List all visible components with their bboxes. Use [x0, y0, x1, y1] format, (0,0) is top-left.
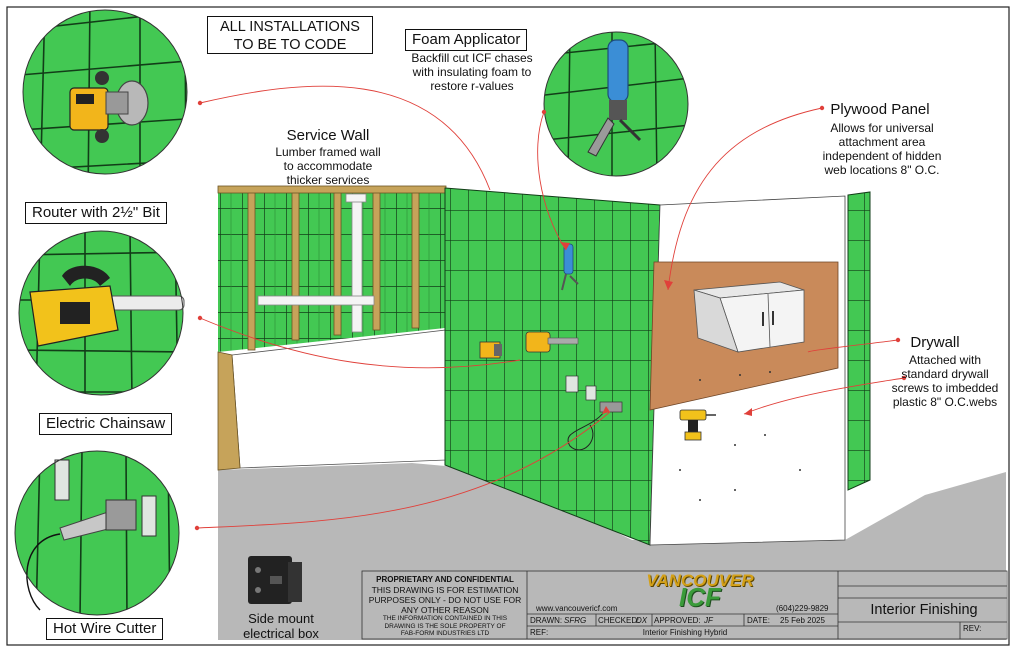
hot-wire-tool — [26, 499, 137, 611]
ref-value: Interior Finishing Hybrid — [642, 628, 728, 637]
wall-foam-gun — [561, 243, 579, 291]
interior-scene — [217, 185, 1006, 640]
logo-vancouver: VANCOUVER — [646, 571, 754, 590]
plumbing-pipe — [257, 193, 375, 333]
proprietary-line: PURPOSES ONLY - DO NOT USE FOR — [368, 595, 522, 605]
notice-line-2: TO BE TO CODE — [233, 37, 347, 53]
approved-value: JF — [704, 616, 713, 625]
side-mount-box-label: Side mount electrical box — [236, 611, 326, 641]
pointer-lines — [196, 85, 905, 529]
drywall-desc-line: Attached with — [908, 353, 982, 367]
code-notice: ALL INSTALLATIONS TO BE TO CODE — [207, 16, 373, 54]
far-right-icf-wall — [847, 191, 871, 491]
approved-label: APPROVED: — [654, 616, 701, 625]
checked-value: DX — [636, 616, 648, 625]
plywood-desc-line: Allows for universal — [830, 121, 934, 135]
sole-property-line: DRAWING IS THE SOLE PROPERTY OF — [384, 622, 506, 630]
checked-label: CHECKED: — [598, 616, 640, 625]
pointer-arrows — [560, 242, 752, 416]
chainsaw-tool — [29, 265, 185, 347]
floor — [218, 463, 1006, 640]
drywall-screws — [679, 371, 801, 501]
page-border — [6, 6, 1010, 646]
service-wall-desc-line: to accommodate — [283, 159, 373, 173]
logo-icf: ICF — [679, 582, 721, 612]
cordless-drill — [679, 409, 716, 441]
side-box-line: electrical box — [243, 626, 319, 641]
rev-label: REV: — [963, 624, 982, 633]
wall-hot-wire — [567, 401, 623, 451]
foam-applicator-title: Foam Applicator — [405, 29, 528, 51]
service-wall-title: Service Wall — [286, 127, 370, 144]
drywall-desc-line: standard drywall — [901, 367, 989, 381]
proprietary-text: THIS DRAWING IS FOR ESTIMATION PURPOSES … — [364, 585, 526, 615]
drawn-value: SFRG — [564, 616, 587, 625]
pointer-dots — [194, 100, 907, 531]
electrical-box-cut — [565, 375, 597, 401]
plywood-desc-line: web locations 8" O.C. — [824, 163, 940, 177]
service-wall-desc: Lumber framed wall to accommodate thicke… — [258, 145, 398, 187]
chainsaw-label: Electric Chainsaw — [39, 413, 173, 435]
service-wall — [218, 188, 445, 352]
foam-desc-line: Backfill cut ICF chases — [411, 51, 533, 65]
phone: (604)229-9829 — [776, 604, 829, 613]
notice-line-1: ALL INSTALLATIONS — [220, 19, 360, 35]
plywood-panel-title: Plywood Panel — [830, 101, 930, 118]
wall-chainsaw — [525, 331, 579, 353]
hot-wire-detail-circle — [14, 450, 180, 616]
foam-desc-line: restore r-values — [430, 79, 514, 93]
service-wall-drywall — [231, 329, 447, 469]
service-wall-desc-line: Lumber framed wall — [275, 145, 381, 159]
drywall-title: Drywall — [910, 334, 960, 351]
router-tool — [69, 71, 149, 143]
router-label: Router with 2½" Bit — [25, 202, 167, 224]
date-value: 25 Feb 2025 — [780, 616, 825, 625]
drywall-desc: Attached with standard drywall screws to… — [880, 353, 1010, 409]
plywood-panel-desc: Allows for universal attachment area ind… — [812, 121, 952, 177]
proprietary-line: ANY OTHER REASON — [401, 605, 489, 615]
plywood-desc-line: attachment area — [838, 135, 926, 149]
drywall-desc-line: plastic 8" O.C.webs — [892, 395, 998, 409]
sole-property-line: THE INFORMATION CONTAINED IN THIS — [382, 615, 508, 622]
drywall-desc-line: screws to imbedded — [891, 381, 999, 395]
router-detail-circle — [22, 9, 188, 175]
sole-property-line: FAB-FORM INDUSTRIES LTD — [400, 630, 490, 637]
title-block-grid — [361, 570, 1008, 640]
wall-cabinet — [693, 281, 805, 353]
side-box-line: Side mount — [248, 611, 314, 626]
hot-wire-label: Hot Wire Cutter — [46, 618, 164, 640]
side-mount-box-image — [248, 556, 302, 604]
chainsaw-detail-circle — [18, 230, 185, 396]
date-label: DATE: — [747, 616, 770, 625]
foam-detail-circle — [543, 31, 689, 177]
sole-property-text: THE INFORMATION CONTAINED IN THIS DRAWIN… — [364, 615, 526, 638]
website: www.vancouvericf.com — [536, 604, 618, 613]
proprietary-line: THIS DRAWING IS FOR ESTIMATION — [371, 585, 519, 595]
service-wall-desc-line: thicker services — [286, 173, 370, 187]
sheet-title: Interior Finishing — [870, 602, 978, 618]
foam-desc-line: with insulating foam to — [412, 65, 532, 79]
plywood-desc-line: independent of hidden — [822, 149, 942, 163]
foam-gun-tool — [587, 39, 642, 157]
wall-router — [479, 341, 502, 359]
ref-label: REF: — [530, 628, 549, 637]
foam-applicator-desc: Backfill cut ICF chases with insulating … — [392, 51, 552, 93]
proprietary-heading: PROPRIETARY AND CONFIDENTIAL — [376, 575, 514, 584]
drawn-label: DRAWN: — [530, 616, 563, 625]
